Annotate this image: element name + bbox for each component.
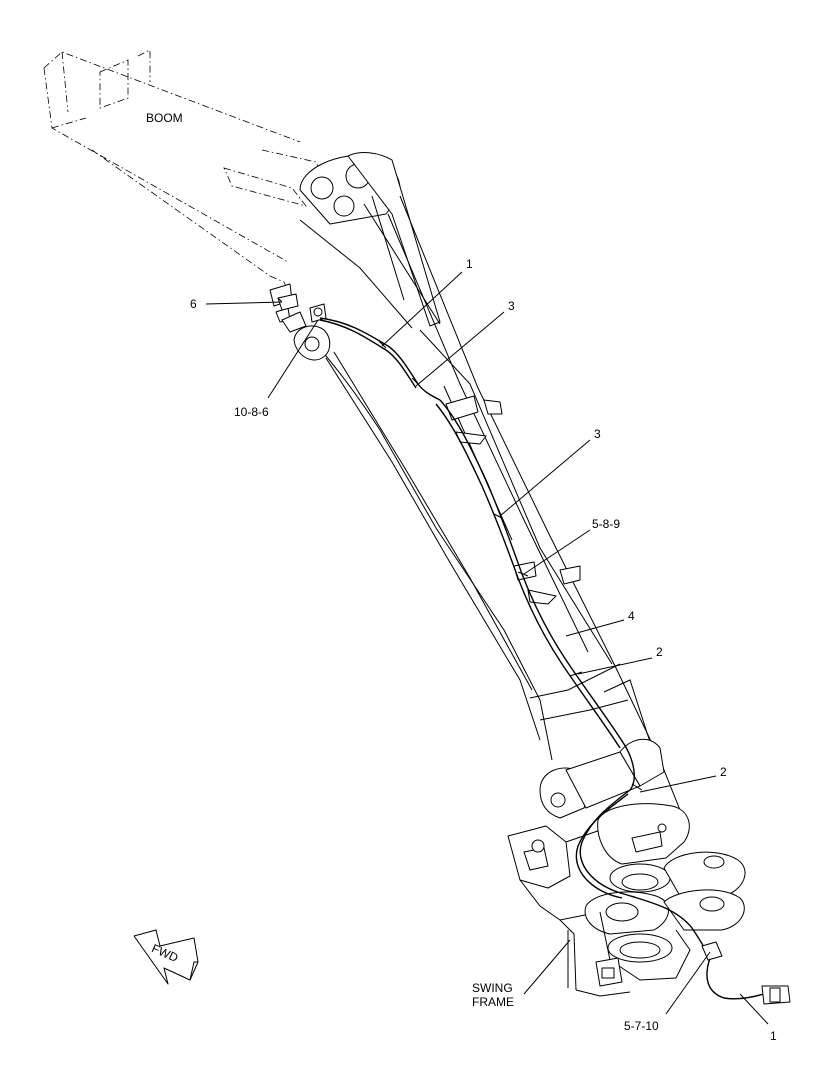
callout-4: 4 xyxy=(628,609,635,623)
leader-lines xyxy=(205,271,769,1025)
callout-6: 6 xyxy=(190,297,197,311)
callout-5-7-10: 5-7-10 xyxy=(624,1019,659,1033)
wiring-harness xyxy=(277,293,791,1005)
callout-5-8-9: 5-8-9 xyxy=(592,517,620,531)
callout-10-8-6: 10-8-6 xyxy=(234,405,269,419)
swing-frame-label-line2: FRAME xyxy=(472,995,514,1009)
callout-1-bottom: 1 xyxy=(770,1029,777,1043)
stick-arm xyxy=(299,152,689,831)
callout-2-upper: 2 xyxy=(656,645,663,659)
swing-frame xyxy=(507,803,746,997)
callout-1-top: 1 xyxy=(466,257,473,271)
boom-outline xyxy=(43,49,325,297)
swing-frame-label-line1: SWING xyxy=(472,981,513,995)
callout-3-lower: 3 xyxy=(594,427,601,441)
boom-label: BOOM xyxy=(146,111,183,125)
fwd-arrow-icon: FWD xyxy=(133,929,199,985)
callout-2-lower: 2 xyxy=(720,765,727,779)
callout-3-upper: 3 xyxy=(508,299,515,313)
